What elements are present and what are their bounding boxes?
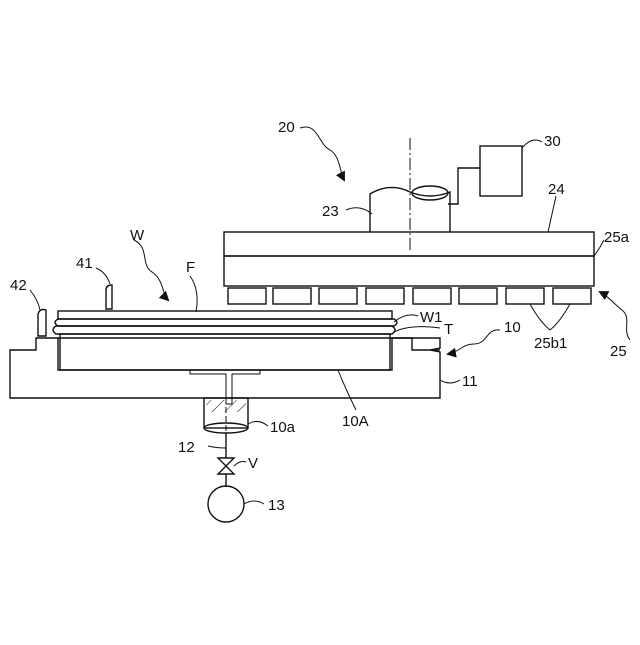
heater-element — [228, 288, 266, 304]
leader-24 — [548, 196, 556, 232]
heater-element — [273, 288, 311, 304]
label-V: V — [248, 455, 258, 472]
leader-T — [394, 327, 440, 332]
heater-element — [506, 288, 544, 304]
base-pocket — [58, 338, 392, 370]
label-30: 30 — [544, 133, 561, 150]
label-24: 24 — [548, 181, 565, 198]
label-W: W — [130, 227, 145, 244]
controller-30 — [480, 146, 522, 196]
label-13: 13 — [268, 497, 285, 514]
heater-element — [366, 288, 404, 304]
plate-25a — [224, 256, 594, 286]
label-F: F — [186, 259, 195, 276]
base-plate-11 — [10, 338, 440, 398]
arrow-W — [134, 240, 168, 300]
leader-25a — [594, 240, 604, 256]
arrow-20 — [300, 127, 344, 180]
leader-10a — [248, 421, 268, 426]
heater-element — [319, 288, 357, 304]
leader-42 — [30, 290, 40, 310]
wafer-W1 — [55, 319, 397, 326]
leader-11 — [440, 380, 460, 383]
label-W1: W1 — [420, 309, 443, 326]
pump-13 — [208, 486, 244, 522]
arrow-10 — [448, 330, 500, 354]
controller-wire — [448, 168, 480, 204]
leader-W1 — [394, 315, 418, 322]
heater-element — [459, 288, 497, 304]
leader-12 — [208, 446, 226, 448]
heater-array-25b1 — [228, 288, 591, 304]
porous-chuck-10A — [60, 334, 390, 370]
arrow-25 — [600, 292, 630, 340]
film-F — [58, 311, 392, 319]
tape-T — [53, 326, 395, 334]
shaft-23-hatched-end — [412, 186, 448, 200]
plate-24 — [224, 232, 594, 256]
leader-V — [234, 462, 246, 467]
label-42: 42 — [10, 277, 27, 294]
valve-V — [218, 458, 234, 474]
label-41: 41 — [76, 255, 93, 272]
leader-30 — [522, 140, 542, 148]
label-10A: 10A — [342, 413, 369, 430]
leader-25b1 — [530, 304, 570, 330]
leader-F — [190, 276, 197, 312]
leader-10A — [338, 370, 356, 410]
nozzle-42 — [38, 310, 46, 337]
label-12: 12 — [178, 439, 195, 456]
nozzle-41 — [106, 285, 112, 309]
label-T: T — [444, 321, 453, 338]
label-10a: 10a — [270, 419, 296, 436]
heater-element — [413, 288, 451, 304]
heater-element — [553, 288, 591, 304]
leader-41 — [96, 268, 110, 284]
leader-23 — [346, 208, 372, 214]
label-11: 11 — [462, 373, 478, 390]
base-step-right — [392, 338, 440, 350]
label-23: 23 — [322, 203, 339, 220]
suction-channel — [190, 370, 260, 404]
label-10: 10 — [504, 319, 521, 336]
label-25b1: 25b1 — [534, 335, 567, 352]
label-20: 20 — [278, 119, 295, 136]
label-25a: 25a — [604, 229, 630, 246]
label-25: 25 — [610, 343, 627, 360]
leader-13 — [244, 501, 264, 504]
